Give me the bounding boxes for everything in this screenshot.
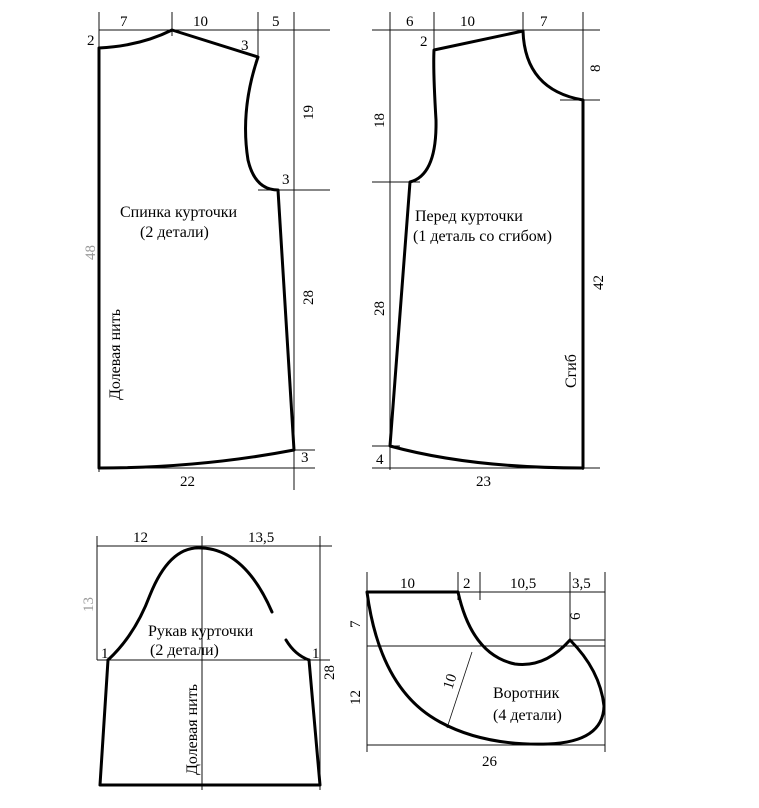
collar-outline: [365, 590, 606, 746]
back-grain-line-label: Долевая нить: [107, 309, 124, 400]
front-dim-hem-rise: 4: [376, 452, 384, 468]
back-dim-top-mid: 10: [193, 14, 208, 30]
sleeve-dim-cap-left: 12: [133, 530, 148, 546]
back-dim-armhole-depth: 19: [301, 105, 317, 120]
collar-grid-lines: [366, 572, 606, 752]
collar-piece: 10 2 10,5 3,5 7 12 6 10 26 Воротник (4 д…: [348, 572, 606, 770]
front-dim-top-left: 6: [406, 14, 414, 30]
front-dim-hem-width: 23: [476, 474, 491, 490]
collar-title: Воротник: [493, 685, 560, 702]
back-dim-top-right: 5: [272, 14, 280, 30]
sleeve-dim-right-offset: 1: [312, 646, 320, 662]
back-grid-lines: [98, 12, 330, 490]
back-dim-top-left: 7: [120, 14, 128, 30]
collar-count: (4 детали): [493, 707, 562, 724]
sleeve-dim-cap-right: 13,5: [248, 530, 274, 546]
back-outline: [97, 28, 296, 470]
back-count: (2 детали): [140, 224, 209, 241]
collar-dim-right-drop: 6: [568, 612, 584, 620]
back-dim-side-length: 28: [301, 290, 317, 305]
collar-dim-left-upper: 7: [348, 620, 364, 628]
sleeve-dim-left-offset: 1: [101, 646, 109, 662]
back-dim-shoulder-drop: 3: [241, 38, 249, 54]
back-dim-armhole-inset: 3: [282, 172, 290, 188]
back-dim-neck-drop: 2: [87, 33, 95, 49]
sleeve-piece: 12 13,5 13 1 1 28 Рукав курточки (2 дета…: [81, 530, 338, 790]
back-dim-hem-rise: 3: [301, 450, 309, 466]
front-dim-neck-depth: 8: [588, 65, 604, 73]
collar-dim-top-b: 2: [463, 576, 471, 592]
collar-dim-top-c: 10,5: [510, 576, 536, 592]
front-fold-label: Сгиб: [563, 354, 580, 388]
sleeve-dim-length: 28: [322, 665, 338, 680]
front-dim-top-right: 7: [540, 14, 548, 30]
front-dim-side-length: 28: [372, 301, 388, 316]
sleeve-grain-line-label: Долевая нить: [184, 684, 201, 775]
front-outline: [388, 29, 585, 470]
sleeve-grid-lines: [96, 536, 332, 790]
back-piece: 7 10 5 2 3 19 3 28 3 22 48 Спинка курточ…: [83, 12, 330, 490]
back-dim-hem-width: 22: [180, 474, 195, 490]
back-title: Спинка курточки: [120, 204, 238, 221]
back-dim-total-length: 48: [83, 245, 99, 260]
front-title: Перед курточки: [415, 208, 523, 225]
collar-dim-top-d: 3,5: [572, 576, 591, 592]
collar-dim-diagonal: 10: [441, 672, 461, 691]
sleeve-outline-body: [98, 658, 322, 787]
front-count: (1 деталь со сгибом): [413, 228, 552, 245]
sleeve-outline-right: [284, 638, 311, 662]
sleeve-count: (2 детали): [150, 642, 219, 659]
collar-dim-bottom-width: 26: [482, 754, 498, 770]
collar-dim-top-a: 10: [400, 576, 415, 592]
front-dim-fold-length: 42: [591, 275, 607, 290]
sleeve-title: Рукав курточки: [148, 623, 254, 640]
sleeve-dim-cap-height: 13: [81, 597, 97, 612]
front-dim-shoulder-drop: 2: [420, 34, 428, 50]
front-piece: 6 10 7 2 8 18 28 42 4 23 Перед курточки …: [372, 12, 607, 490]
collar-dim-left-lower: 12: [348, 690, 364, 705]
front-dim-top-mid: 10: [460, 14, 475, 30]
sleeve-outline: [106, 546, 274, 662]
front-dim-armhole-depth: 18: [372, 113, 388, 128]
